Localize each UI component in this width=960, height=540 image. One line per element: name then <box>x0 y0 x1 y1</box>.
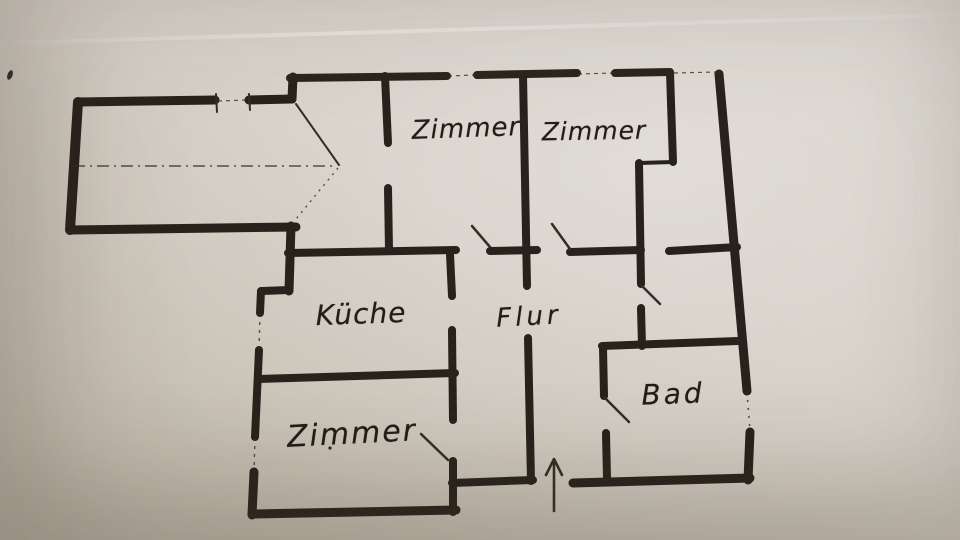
door-swing <box>603 396 631 424</box>
window-opening <box>577 72 615 75</box>
wall-segment <box>446 250 456 300</box>
door-swing <box>550 222 572 251</box>
wall-segment <box>666 69 677 166</box>
wall-segment <box>524 334 535 485</box>
bay-diagonal <box>295 103 340 166</box>
ink-speck <box>328 446 332 450</box>
wall-segment <box>258 286 293 295</box>
room-label-zimmer-1: Zimmer <box>411 112 521 146</box>
window-opening <box>746 391 751 432</box>
wall-segment <box>599 343 608 400</box>
wall-segment <box>566 246 645 256</box>
room-label-bad: Bad <box>640 376 706 412</box>
door-swing <box>640 284 662 306</box>
wall-segment <box>473 69 581 79</box>
wall-segment <box>247 467 259 520</box>
wall-segment <box>244 94 297 105</box>
wall-segment <box>637 304 646 350</box>
wall-segment <box>598 337 742 350</box>
wall-segment <box>256 287 265 317</box>
wall-segment <box>714 69 752 396</box>
wall-segment <box>254 369 459 383</box>
window-opening <box>258 313 261 350</box>
wall-segment <box>284 246 460 257</box>
wall-segment <box>381 72 392 147</box>
wall-segment <box>247 505 461 519</box>
room-label-zimmer-3: Zimmer <box>286 413 418 455</box>
room-label-kueche: Küche <box>315 295 407 333</box>
wall-segment <box>286 72 451 82</box>
wall-segment <box>73 95 220 107</box>
window-opening <box>253 437 256 472</box>
window-opening <box>673 71 717 74</box>
ink-speck <box>7 70 13 80</box>
entrance-arrow-head <box>544 457 564 477</box>
wall-segment <box>65 222 301 235</box>
door-swing <box>470 224 492 249</box>
room-label-flur: Flur <box>495 300 563 334</box>
wall-segment <box>448 476 537 487</box>
wall-segment <box>251 346 263 441</box>
wall-segment <box>284 221 296 296</box>
wall-segment <box>635 159 645 288</box>
wall-segment <box>743 427 755 485</box>
window-opening <box>447 74 477 77</box>
wall-segment <box>637 160 675 165</box>
wall-segment <box>665 243 741 255</box>
window-opening <box>217 99 248 102</box>
door-swing <box>419 432 450 462</box>
wall-segment <box>611 68 674 77</box>
wall-segment <box>448 326 457 424</box>
wall-segment <box>519 71 531 290</box>
wall-segment <box>568 473 755 488</box>
bay-diagonal-dotted <box>295 167 339 220</box>
window-tick <box>248 93 251 111</box>
room-label-zimmer-2: Zimmer <box>541 115 647 147</box>
wall-segment <box>384 184 393 255</box>
window-tick <box>215 93 218 113</box>
wall-segment <box>602 429 611 482</box>
